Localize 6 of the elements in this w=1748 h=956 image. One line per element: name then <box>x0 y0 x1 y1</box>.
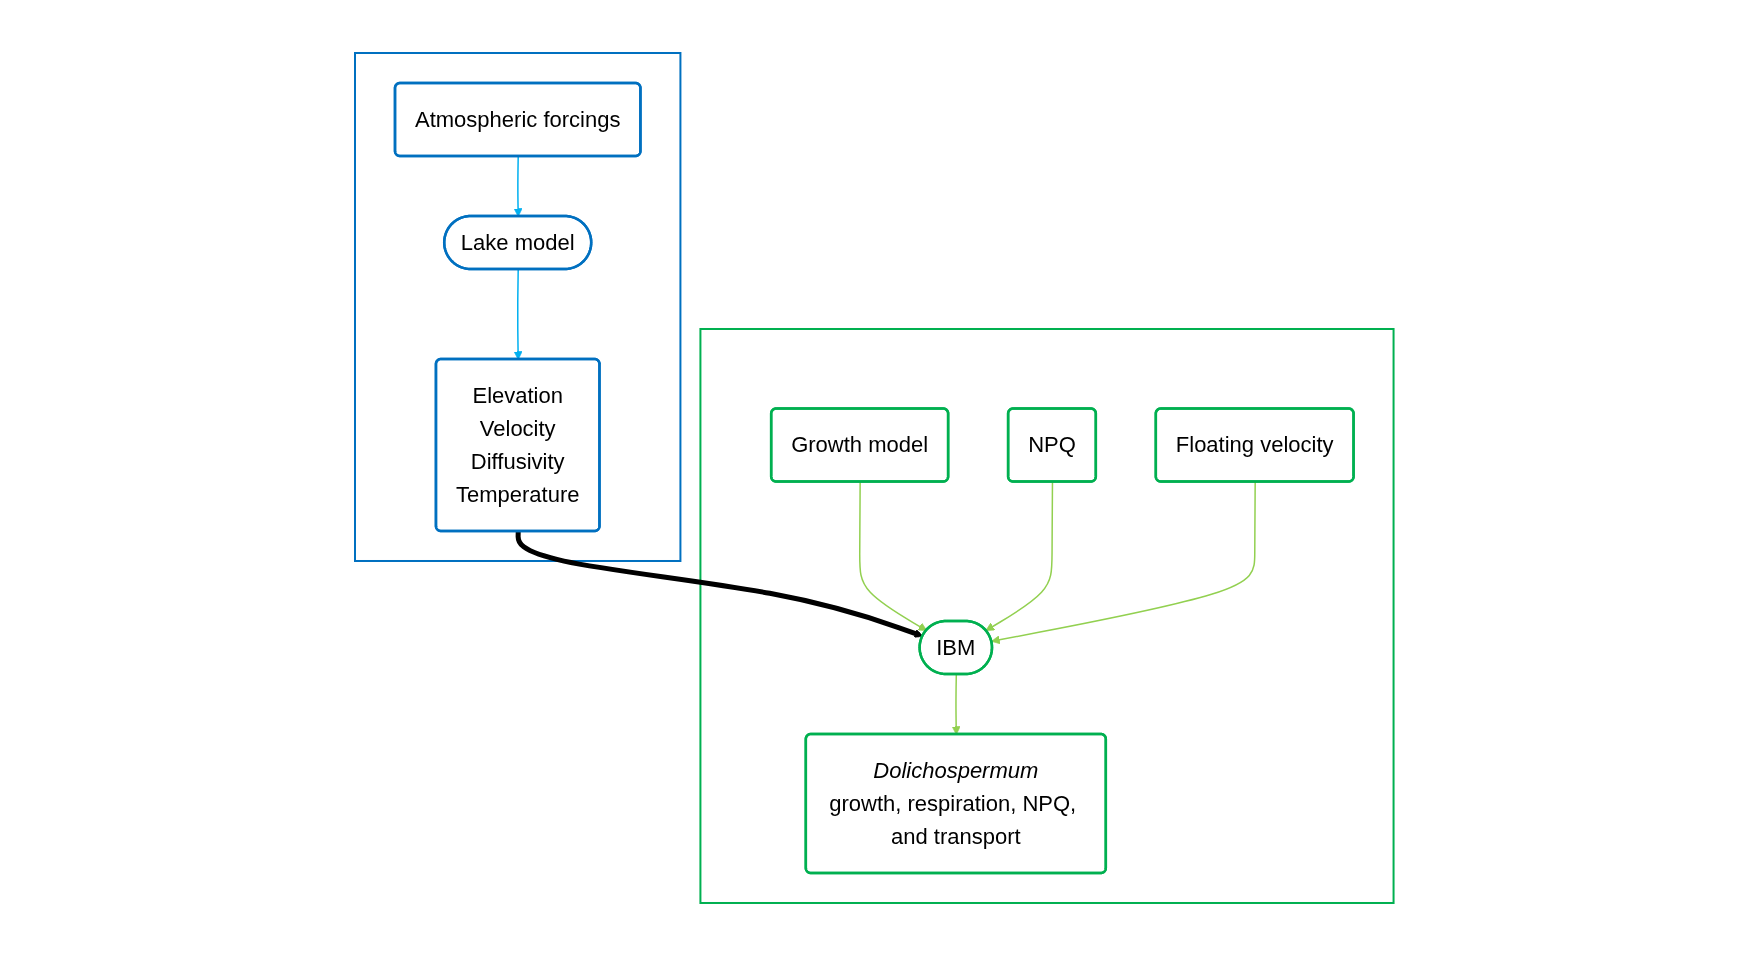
arrow <box>515 531 923 638</box>
arrow <box>985 481 1053 631</box>
cluster <box>699 328 1395 904</box>
cluster <box>353 52 682 562</box>
arrow <box>990 481 1256 645</box>
arrow <box>858 481 927 631</box>
